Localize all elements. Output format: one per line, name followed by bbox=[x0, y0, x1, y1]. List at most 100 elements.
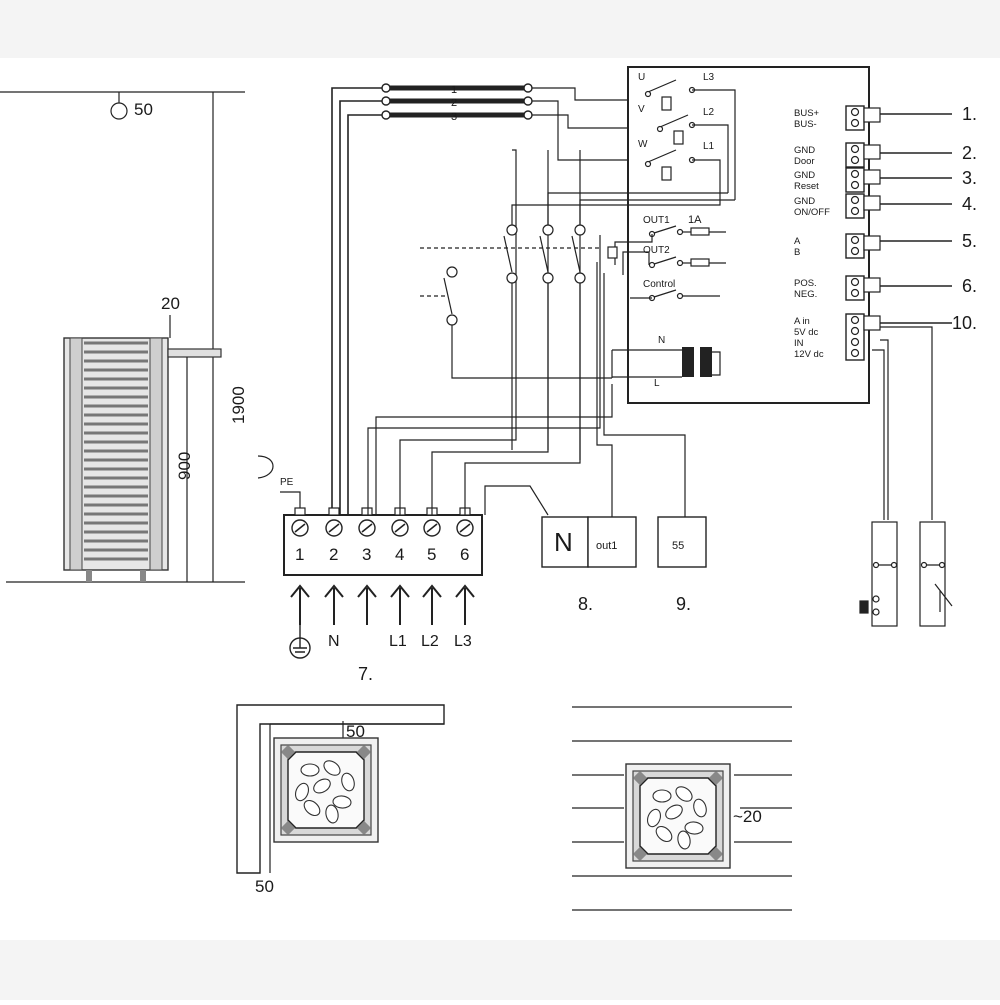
supply-input-label: L1 bbox=[389, 633, 407, 650]
corner-clearance-top-label: 50 bbox=[346, 722, 365, 741]
connector-number: 3. bbox=[962, 168, 977, 188]
contactor-wires: 1 2 3 bbox=[331, 83, 632, 515]
supply-input-label: L3 bbox=[454, 633, 472, 650]
top-clearance-label: 50 bbox=[134, 100, 153, 119]
terminal-number: 4 bbox=[395, 545, 404, 564]
neutral-n-label: N bbox=[554, 527, 573, 557]
connector-pin bbox=[850, 235, 860, 245]
sauna-stone bbox=[323, 760, 341, 776]
connector-pin bbox=[850, 169, 860, 179]
connector-label-line: Reset bbox=[794, 181, 819, 192]
sauna-stone bbox=[675, 786, 693, 802]
connector-number: 5. bbox=[962, 231, 977, 251]
supply-input-label: L2 bbox=[421, 633, 439, 650]
wire-label-1: 1 bbox=[451, 84, 457, 96]
connector-number: 4. bbox=[962, 194, 977, 214]
terminal-number: 2 bbox=[329, 545, 338, 564]
connector-label-line: GND bbox=[794, 196, 815, 207]
sauna-stone bbox=[313, 778, 331, 794]
pe-label: PE bbox=[280, 477, 294, 488]
connector-label-line: 12V dc bbox=[794, 349, 824, 360]
connector-label-line: POS. bbox=[794, 278, 817, 289]
earth-clip-icon bbox=[257, 455, 274, 479]
heater-body bbox=[63, 337, 169, 582]
connector-label-line: Door bbox=[794, 156, 815, 167]
connector-label-line: GND bbox=[794, 145, 815, 156]
sauna-stone bbox=[665, 804, 683, 820]
relay-contacts bbox=[644, 79, 736, 200]
connector-number: 2. bbox=[962, 143, 977, 163]
connector-label-line: A bbox=[794, 236, 801, 247]
wire-label-3: 3 bbox=[451, 111, 457, 123]
connector-label-line: A in bbox=[794, 316, 810, 327]
supply-arrow-icon bbox=[357, 584, 377, 625]
plug-icon bbox=[863, 235, 881, 251]
plug-icon bbox=[863, 169, 881, 185]
total-height-label: 1900 bbox=[229, 386, 248, 424]
sauna-stone bbox=[652, 789, 672, 803]
control-unit: U L3 V L2 W L1 OUT1 1A OUT2 Control bbox=[607, 66, 977, 404]
sauna-stone bbox=[693, 798, 707, 818]
corner-clearance-side-label: 50 bbox=[255, 877, 274, 896]
terminal-number: 6 bbox=[460, 545, 469, 564]
connector-pin bbox=[850, 118, 860, 128]
connector-socket bbox=[845, 313, 865, 361]
box-55-text: 55 bbox=[672, 540, 684, 552]
out2-label: OUT2 bbox=[643, 245, 670, 256]
sauna-stone bbox=[684, 821, 704, 835]
connector-pin bbox=[850, 246, 860, 256]
sauna-stone bbox=[303, 799, 321, 817]
fuse-1a-label: 1A bbox=[688, 214, 702, 226]
connector-pin bbox=[850, 206, 860, 216]
supply-arrow-icon bbox=[390, 584, 410, 625]
contact-label-l1: L1 bbox=[703, 141, 715, 152]
corner-top-view: 50 50 bbox=[236, 704, 445, 896]
sauna-stone bbox=[655, 825, 673, 843]
connector-label-line: ON/OFF bbox=[794, 207, 830, 218]
sauna-stone bbox=[332, 795, 352, 809]
out1-box-label: out1 bbox=[596, 540, 617, 552]
sauna-stone bbox=[325, 804, 339, 824]
connector-pin bbox=[850, 315, 860, 325]
connector-number: 10. bbox=[952, 313, 977, 333]
sauna-stone bbox=[341, 772, 355, 792]
wall-clearance-label: ~20 bbox=[733, 807, 762, 826]
transformer-icon bbox=[612, 345, 721, 380]
contact-label-l3: L3 bbox=[703, 72, 715, 83]
plug-icon bbox=[863, 315, 881, 331]
terminal-block-label: 7. bbox=[358, 664, 373, 684]
sauna-stone bbox=[300, 763, 320, 777]
contact-label-v: V bbox=[638, 104, 645, 115]
connector-label-line: NEG. bbox=[794, 289, 817, 300]
contact-label-l2: L2 bbox=[703, 107, 715, 118]
connector-label-line: IN bbox=[794, 338, 804, 349]
terminal-number: 3 bbox=[362, 545, 371, 564]
sensor-height-label: 900 bbox=[175, 452, 194, 480]
connector-label-line: GND bbox=[794, 170, 815, 181]
connector-pin bbox=[850, 348, 860, 358]
side-clearance-label: 20 bbox=[161, 294, 180, 313]
plug-icon bbox=[863, 195, 881, 211]
connector-label-line: 5V dc bbox=[794, 327, 819, 338]
connector-pin bbox=[850, 144, 860, 154]
box-8-label: 8. bbox=[578, 594, 593, 614]
connector-pin bbox=[850, 277, 860, 287]
temperature-sensor bbox=[167, 348, 222, 358]
connector-number: 1. bbox=[962, 104, 977, 124]
supply-input-label: N bbox=[328, 633, 340, 650]
box-9-label: 9. bbox=[676, 594, 691, 614]
sauna-stone bbox=[646, 808, 662, 828]
supply-arrow-icon bbox=[455, 584, 475, 625]
box-55: 55 9. bbox=[603, 273, 707, 614]
supply-arrow-icon bbox=[422, 584, 442, 625]
terminal-number: 1 bbox=[295, 545, 304, 564]
connector-pin bbox=[850, 107, 860, 117]
main-contactor bbox=[420, 186, 735, 460]
contact-label-w: W bbox=[638, 139, 648, 150]
connector-pin bbox=[850, 326, 860, 336]
neutral-out1-box: N out1 8. bbox=[484, 262, 637, 614]
supply-arrow-icon bbox=[324, 584, 344, 625]
